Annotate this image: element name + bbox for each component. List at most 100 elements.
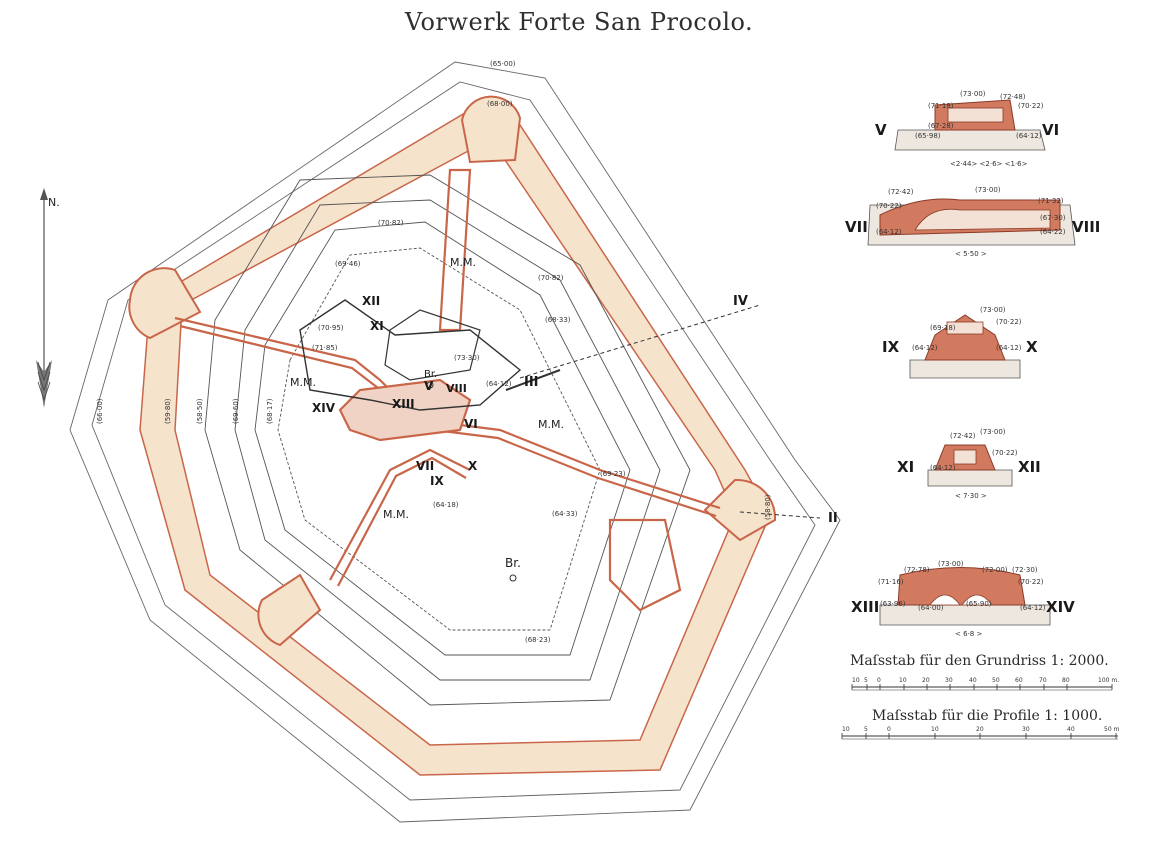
mark-x: X — [468, 459, 478, 473]
mark-vii: VII — [416, 459, 434, 473]
glacis-outlines — [69, 61, 841, 823]
scale-tick: 50 — [992, 677, 1000, 684]
profile-elev: (72·42) — [888, 188, 914, 196]
profile-label-v: V — [875, 121, 887, 139]
label-mm-west: M.M. — [290, 376, 316, 389]
scale-tick: 20 — [922, 677, 930, 684]
scale-tick: 100 m. — [1098, 677, 1119, 684]
profile-label-x: X — [1026, 338, 1038, 356]
elev-label: (58·50) — [196, 398, 204, 424]
profile-dims: < 5·50 > — [955, 250, 987, 258]
profile-elev: (70·22) — [1018, 102, 1044, 110]
mark-vi: VI — [464, 417, 478, 431]
elev-label: (71·85) — [312, 344, 338, 352]
scale-tick: 20 — [976, 726, 984, 733]
profile-elev: (73·00) — [980, 428, 1006, 436]
profile-label-xii: XII — [1018, 458, 1041, 476]
profile-elev: (64·00) — [918, 604, 944, 612]
profile-elev: (64·22) — [1040, 228, 1066, 236]
profile-elev: (73·00) — [960, 90, 986, 98]
scale-tick: 40 — [969, 677, 977, 684]
elev-label: (68·17) — [266, 398, 274, 424]
mark-xi: XI — [370, 319, 384, 333]
label-br-courtyard: Br. — [505, 556, 521, 570]
profile-elev: (64·12) — [1016, 132, 1042, 140]
profile-elev: (70·22) — [1018, 578, 1044, 586]
scale-tick: 50 m — [1104, 726, 1120, 733]
scale-tick: 10 — [852, 677, 860, 684]
profile-label-xi: XI — [897, 458, 914, 476]
masonry-galleries — [174, 168, 721, 612]
profile-elev: (64·12) — [912, 344, 938, 352]
profile-elev: (73·00) — [975, 186, 1001, 194]
elev-label: (69·46) — [335, 260, 361, 268]
profile-elev: (70·22) — [996, 318, 1022, 326]
label-mm-south: M.M. — [383, 508, 409, 521]
scale-tick: 5 — [864, 726, 868, 733]
mark-xiii: XIII — [392, 397, 415, 411]
elev-label: (59·80) — [164, 398, 172, 424]
scale-tick: 10 — [899, 677, 907, 684]
profile-elev: (65·90) — [966, 600, 992, 608]
plan-title: Vorwerk Forte San Procolo. — [404, 8, 754, 36]
profile-dims: <2·44> <2·6> <1·6> — [950, 160, 1028, 168]
profile-elev: (65·98) — [915, 132, 941, 140]
profile-elev: (70·22) — [876, 202, 902, 210]
elev-label: (65·00) — [490, 60, 516, 68]
profile-elev: (70·22) — [992, 449, 1018, 457]
scale-plan: Maſsstab für den Grundriss 1: 2000. 10 5… — [850, 653, 1119, 691]
profile-vii-viii: VII VIII (73·00) (72·42) (71·32) (70·22)… — [845, 186, 1100, 258]
scale-tick: 0 — [887, 726, 891, 733]
label-br-redoubt: Br. — [424, 369, 437, 380]
profile-dims: < 7·30 > — [955, 492, 987, 500]
mark-viii: VIII — [446, 382, 467, 395]
profile-label-vii: VII — [845, 218, 868, 236]
north-arrow: N. — [36, 188, 60, 408]
elev-label: (68·00) — [487, 100, 513, 108]
mark-xii: XII — [362, 294, 380, 308]
elev-label: (64·18) — [433, 501, 459, 509]
scale-tick: 30 — [1022, 726, 1030, 733]
plan-elevations: (65·00) (68·00) (70·82) (68·33) (64·33) … — [96, 60, 772, 644]
profile-elev: (72·42) — [950, 432, 976, 440]
profile-v-vi: V VI (73·00) (72·48) (71·18) (70·22) (67… — [875, 90, 1059, 168]
profile-elev: (67·30) — [1040, 214, 1066, 222]
elev-label: (73·30) — [454, 354, 480, 362]
scale-label-profiles: Maſsstab für die Profile 1: 1000. — [872, 708, 1102, 724]
profile-label-viii: VIII — [1072, 218, 1100, 236]
scale-tick: 10 — [842, 726, 850, 733]
door-markers — [426, 381, 517, 582]
profile-elev: (69·18) — [930, 324, 956, 332]
scale-tick: 5 — [864, 677, 868, 684]
elev-label: (68·23) — [525, 636, 551, 644]
profile-elev: (64·12) — [996, 344, 1022, 352]
profile-elev: (73·00) — [938, 560, 964, 568]
profile-label-ix: IX — [882, 338, 900, 356]
elev-label: (70·95) — [318, 324, 344, 332]
mark-v: V — [424, 379, 434, 393]
profile-label-xiv: XIV — [1046, 598, 1075, 616]
elev-label: (58·80) — [764, 494, 772, 520]
elev-label: (64·12) — [486, 380, 512, 388]
plan-section-marks: II III IV V VI VII VIII IX X XI XII XIII… — [312, 294, 838, 526]
label-mm-north: M.M. — [450, 256, 476, 269]
profile-dims: < 6·8 > — [955, 630, 982, 638]
scale-profiles: Maſsstab für die Profile 1: 1000. 10 5 0… — [841, 708, 1120, 740]
scale-tick: 0 — [877, 677, 881, 684]
elev-label: (69·23) — [600, 470, 626, 478]
scale-tick: 30 — [945, 677, 953, 684]
scale-tick: 40 — [1067, 726, 1075, 733]
elev-label: (70·82) — [538, 274, 564, 282]
elev-label: (68·33) — [545, 316, 571, 324]
mark-iii: III — [524, 375, 539, 390]
elev-label: (69·60) — [232, 398, 240, 424]
profile-elev: (71·18) — [928, 102, 954, 110]
profile-elev: (72·30) — [1012, 566, 1038, 574]
north-label: N. — [48, 196, 60, 209]
profile-elev: (72·78) — [904, 566, 930, 574]
plan-labels: M.M. M.M. M.M. M.M. Br. Br. — [290, 256, 564, 570]
scale-label-plan: Maſsstab für den Grundriss 1: 2000. — [850, 653, 1109, 669]
mark-ix: IX — [430, 474, 444, 488]
profile-elev: (67·28) — [928, 122, 954, 130]
